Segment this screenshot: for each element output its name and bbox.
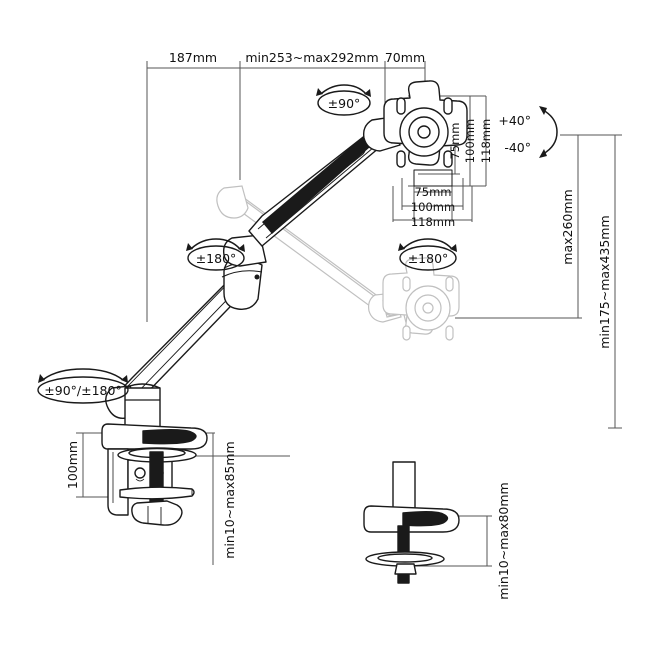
clamp-hole-left-detail [135, 478, 145, 482]
angle-arc-head-rotate [403, 238, 453, 250]
label-right-range: min175~max435mm [597, 215, 612, 348]
clamp-pressure-plate [119, 486, 195, 500]
label-vesa-v-118: 118mm [479, 119, 493, 163]
ghost-arm-assembly [216, 185, 460, 341]
vesa-slot-tr [443, 97, 453, 115]
label-vesa-v-100: 100mm [463, 119, 477, 163]
label-top-187: 187mm [169, 50, 217, 65]
angle-symbols [37, 84, 558, 404]
angle-arc-tilt [542, 109, 558, 155]
ghost-vesa-slot-tl [402, 276, 411, 292]
ghost-vesa-hub [422, 302, 434, 314]
grommet-nut [394, 563, 417, 575]
clamp-plate-edge [119, 489, 193, 496]
angle-arc-head-tilt [321, 84, 367, 95]
ghost-vesa-slot-bl [402, 325, 411, 341]
label-angle-tilt-up: +40° [498, 113, 531, 128]
post-top-cap [124, 383, 161, 389]
label-vesa-h-100: 100mm [411, 200, 455, 214]
label-vesa-h-75: 75mm [414, 185, 451, 199]
grommet-washer-inner [377, 553, 433, 563]
label-angle-head-tilt: ±90° [328, 96, 361, 111]
angle-arrow-head-rotate-right [450, 244, 457, 252]
dimension-labels: 187mm min253~max292mm 70mm 75mm 100mm 11… [44, 50, 612, 600]
angle-arc-elbow [191, 238, 241, 250]
elbow-cap [222, 234, 267, 267]
vesa-release-tab [413, 169, 453, 187]
label-angle-base: ±90°/±180° [44, 383, 121, 398]
label-clamp-thickness: min10~max85mm [222, 441, 237, 558]
label-right-max260: max260mm [560, 189, 575, 264]
angle-ellipse-base [37, 376, 129, 404]
label-angle-head-rotate: ±180° [408, 251, 449, 266]
gas-spring-stripe [262, 129, 379, 234]
elbow-screw [254, 274, 260, 280]
vesa-slot-bl [396, 150, 406, 168]
angle-arrow-elbow-left [186, 243, 193, 251]
angle-arrow-base-left [38, 374, 45, 383]
angle-arc-base [43, 368, 124, 381]
lower-arm-highlight [127, 271, 240, 387]
label-angle-tilt-down: -40° [504, 140, 531, 155]
angle-ellipse-head-tilt [317, 90, 371, 116]
label-top-70: 70mm [385, 50, 425, 65]
ghost-vesa-slot-br [445, 325, 454, 341]
clamp-hole-left [134, 467, 146, 479]
label-vesa-v-75: 75mm [448, 122, 462, 159]
grommet-plate-shadow [402, 511, 449, 527]
angle-ellipse-head-rotate [399, 245, 457, 271]
label-clamp-100: 100mm [65, 441, 80, 489]
vesa-hub [417, 125, 431, 139]
angle-arrow-elbow-right [238, 244, 245, 252]
angle-arrow-head-tilt-right [364, 89, 371, 97]
elbow-seam-mid [221, 270, 263, 278]
angle-arrow-tilt-down [539, 149, 547, 158]
clamp-knob [131, 500, 183, 526]
label-top-extension: min253~max292mm [245, 50, 378, 65]
label-vesa-h-118: 118mm [411, 215, 455, 229]
angle-arrow-base-right [121, 375, 128, 383]
upper-arm-cover-seam [294, 141, 367, 197]
label-grommet-thickness: min10~max80mm [496, 482, 511, 599]
ghost-elbow [216, 185, 249, 219]
clamp-knob-grip [147, 506, 162, 524]
grommet-post [392, 461, 416, 515]
label-angle-elbow: ±180° [196, 251, 237, 266]
vesa-slot-br [443, 150, 453, 168]
vesa-slot-tl [396, 97, 406, 115]
clamp-top-plate-shadow [142, 429, 197, 445]
angle-ellipse-elbow [187, 245, 245, 271]
angle-arrow-head-rotate-left [398, 243, 405, 251]
grommet-mount-detail [363, 461, 460, 584]
monitor-arm-assembly [101, 80, 468, 526]
ghost-vesa-slot-tr [445, 276, 454, 292]
angle-arrow-head-tilt-left [316, 88, 323, 96]
angle-arrow-tilt-up [539, 106, 547, 115]
